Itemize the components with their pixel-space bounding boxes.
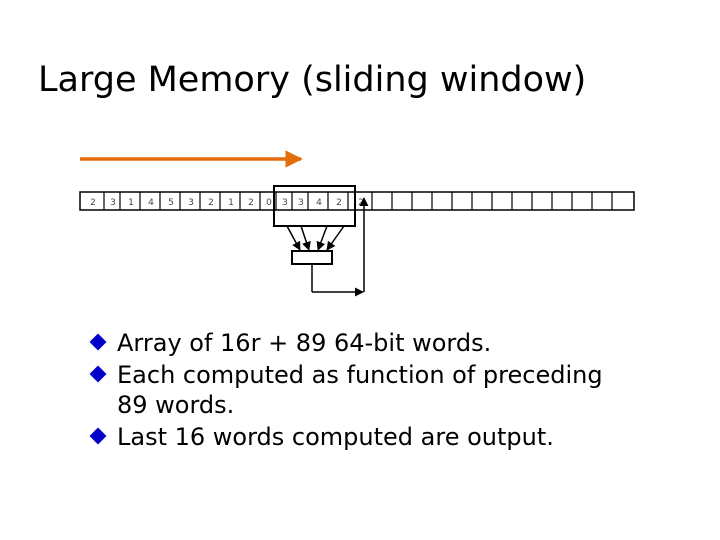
bullet-diamond-icon	[89, 427, 107, 445]
cell-value: 5	[168, 198, 174, 208]
output-arrow	[311, 197, 369, 297]
input-arrows	[286, 225, 345, 251]
cell-value: 2	[248, 198, 254, 208]
cell-value: 0	[266, 198, 272, 208]
cell-value: 3	[110, 198, 116, 208]
cell-value: 2	[208, 198, 214, 208]
cell-value: 2	[336, 198, 342, 208]
function-box	[291, 250, 333, 265]
bullet-diamond-icon	[89, 365, 107, 383]
cell-value: 2	[90, 198, 96, 208]
bullet-item: Last 16 words computed are output.	[89, 422, 603, 452]
cell-value: 1	[228, 198, 234, 208]
cell-value: 4	[316, 198, 322, 208]
cell-value: 3	[282, 198, 288, 208]
sliding-window-box	[273, 185, 356, 227]
cell-value: 3	[188, 198, 194, 208]
bullet-list: Array of 16r + 89 64-bit words. Each com…	[89, 328, 603, 454]
memory-array	[79, 191, 635, 211]
cell-value: 2	[358, 198, 364, 208]
bullet-diamond-icon	[89, 333, 107, 351]
cell-value: 3	[298, 198, 304, 208]
slide-title: Large Memory (sliding window)	[38, 60, 587, 100]
cell-value: 4	[148, 198, 154, 208]
bullet-item: Each computed as function of preceding 8…	[89, 360, 603, 420]
bullet-item: Array of 16r + 89 64-bit words.	[89, 328, 603, 358]
cell-value: 1	[128, 198, 134, 208]
